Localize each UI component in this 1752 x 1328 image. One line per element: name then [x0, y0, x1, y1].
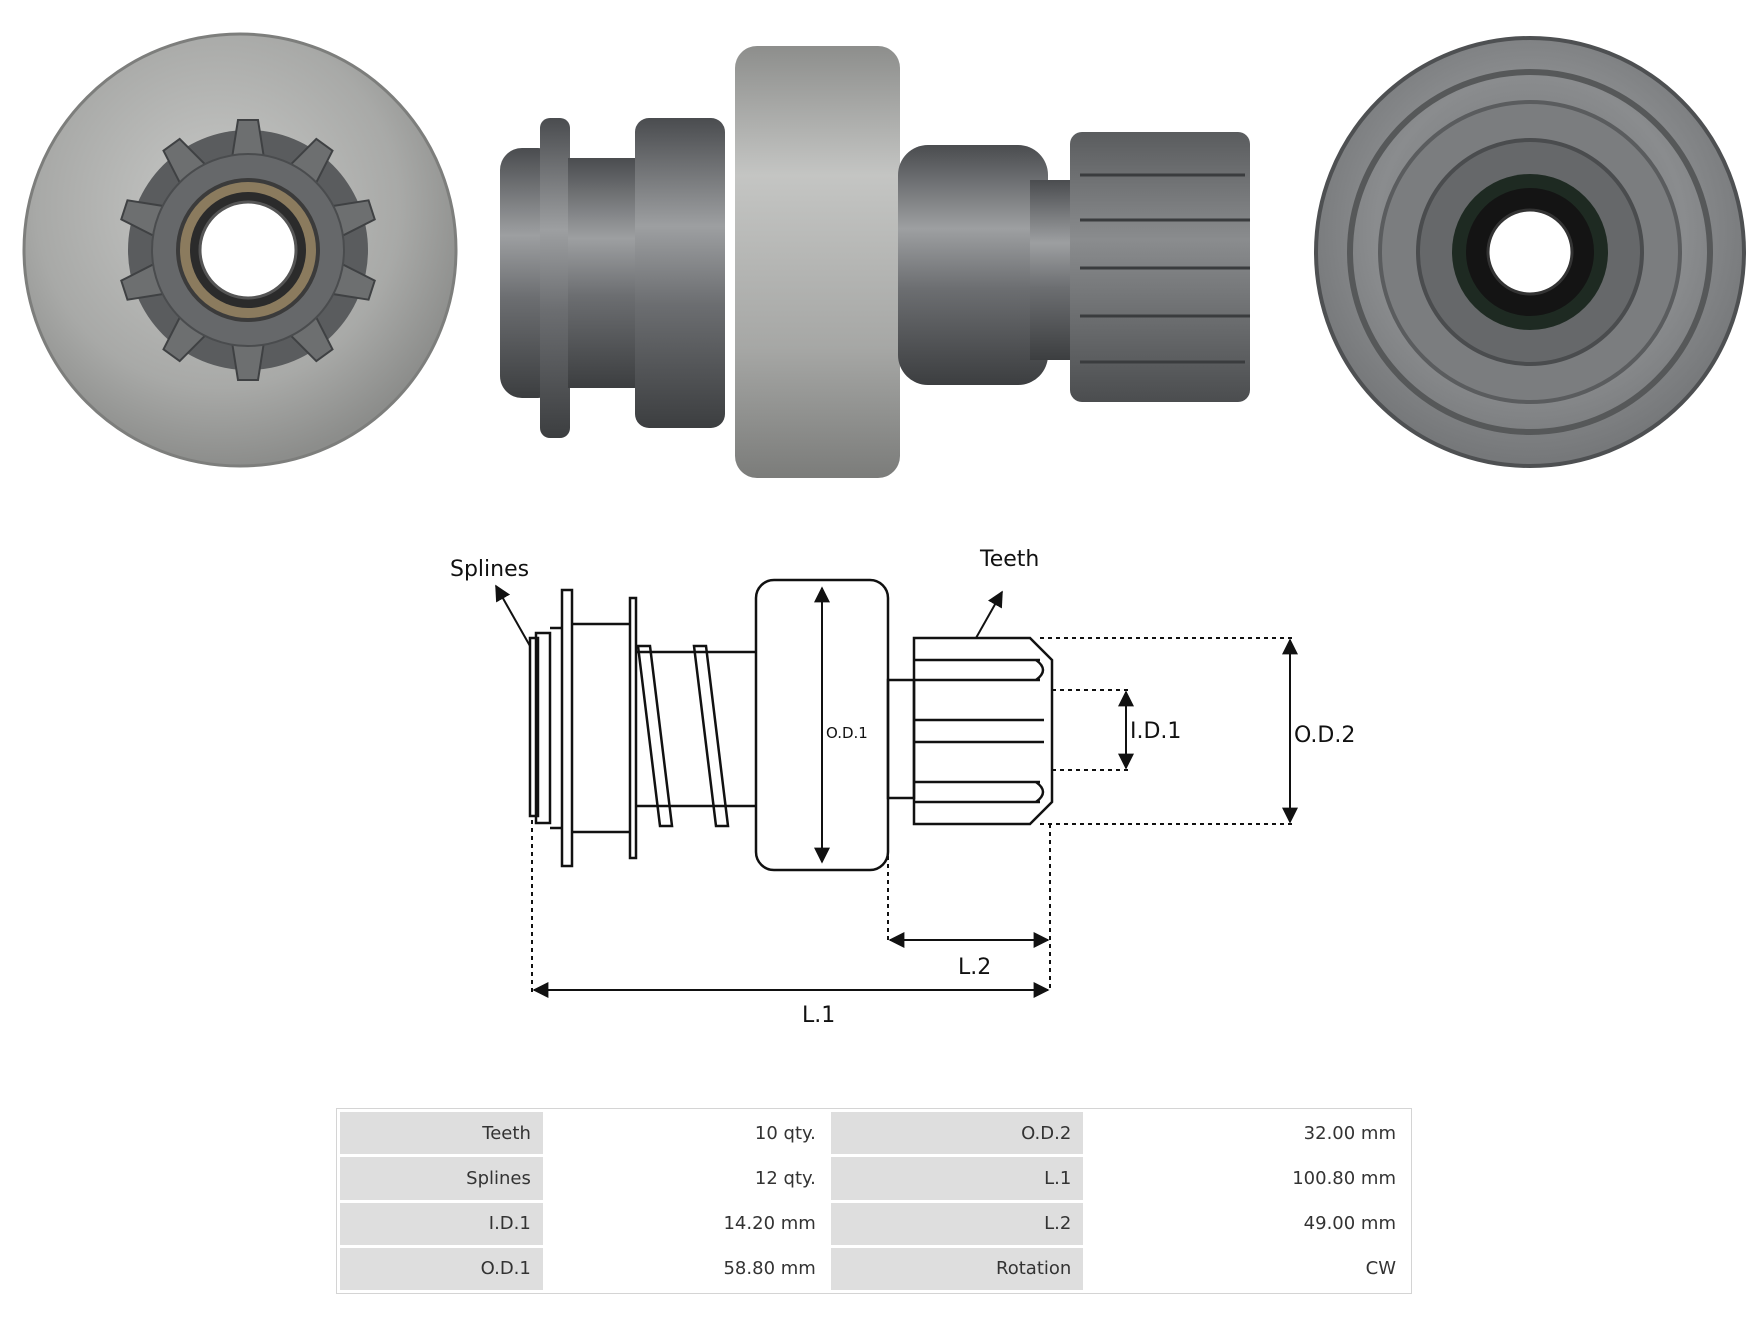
spec-key: Teeth: [340, 1112, 543, 1155]
spec-key: O.D.2: [830, 1112, 1084, 1155]
diagram-pinion: [912, 636, 1054, 826]
spec-key: I.D.1: [340, 1202, 543, 1245]
spec-key: Splines: [340, 1157, 543, 1200]
spec-key: Rotation: [830, 1247, 1084, 1290]
diagram-flange-2: [628, 596, 638, 860]
side-shaft: [898, 145, 1048, 385]
side-pinion: [1070, 132, 1250, 402]
diagram-spline-end: [534, 631, 552, 825]
spec-value: 10 qty.: [545, 1112, 828, 1155]
label-splines: Splines: [450, 557, 529, 582]
spec-value: 49.00 mm: [1086, 1202, 1408, 1245]
label-l2: L.2: [958, 955, 991, 980]
dimension-diagram: Splines Teeth O.D.1 I.D.1 O.D.2 L.2 L.1: [450, 547, 1355, 1028]
spec-value: 100.80 mm: [1086, 1157, 1408, 1200]
side-view-photo: [500, 46, 1250, 478]
table-row: I.D.1 14.20 mm L.2 49.00 mm: [340, 1202, 1408, 1245]
front-pinion-gear: [120, 119, 376, 381]
spec-key: O.D.1: [340, 1247, 543, 1290]
spec-value: 14.20 mm: [545, 1202, 828, 1245]
side-clutch-body: [568, 158, 648, 388]
spec-value: 12 qty.: [545, 1157, 828, 1200]
front-view-photo: [22, 32, 458, 468]
spec-key: L.1: [830, 1157, 1084, 1200]
teeth-leader: [975, 590, 1003, 639]
label-od1: O.D.1: [826, 724, 868, 742]
spec-table: Teeth 10 qty. O.D.2 32.00 mm Splines 12 …: [336, 1108, 1412, 1294]
splines-leader: [495, 584, 531, 647]
spec-value: CW: [1086, 1247, 1408, 1290]
label-od2: O.D.2: [1294, 723, 1355, 748]
rear-view-photo: [1314, 36, 1746, 468]
spec-value: 58.80 mm: [545, 1247, 828, 1290]
label-teeth: Teeth: [979, 547, 1039, 572]
diagram-flange-1: [560, 588, 574, 868]
label-l1: L.1: [802, 1003, 835, 1028]
table-row: Splines 12 qty. L.1 100.80 mm: [340, 1157, 1408, 1200]
table-row: O.D.1 58.80 mm Rotation CW: [340, 1247, 1408, 1290]
side-flange: [540, 118, 570, 438]
label-id1: I.D.1: [1130, 719, 1181, 744]
diagram-spring: [636, 644, 730, 828]
table-row: Teeth 10 qty. O.D.2 32.00 mm: [340, 1112, 1408, 1155]
spec-key: L.2: [830, 1202, 1084, 1245]
side-housing: [735, 46, 900, 478]
spec-value: 32.00 mm: [1086, 1112, 1408, 1155]
